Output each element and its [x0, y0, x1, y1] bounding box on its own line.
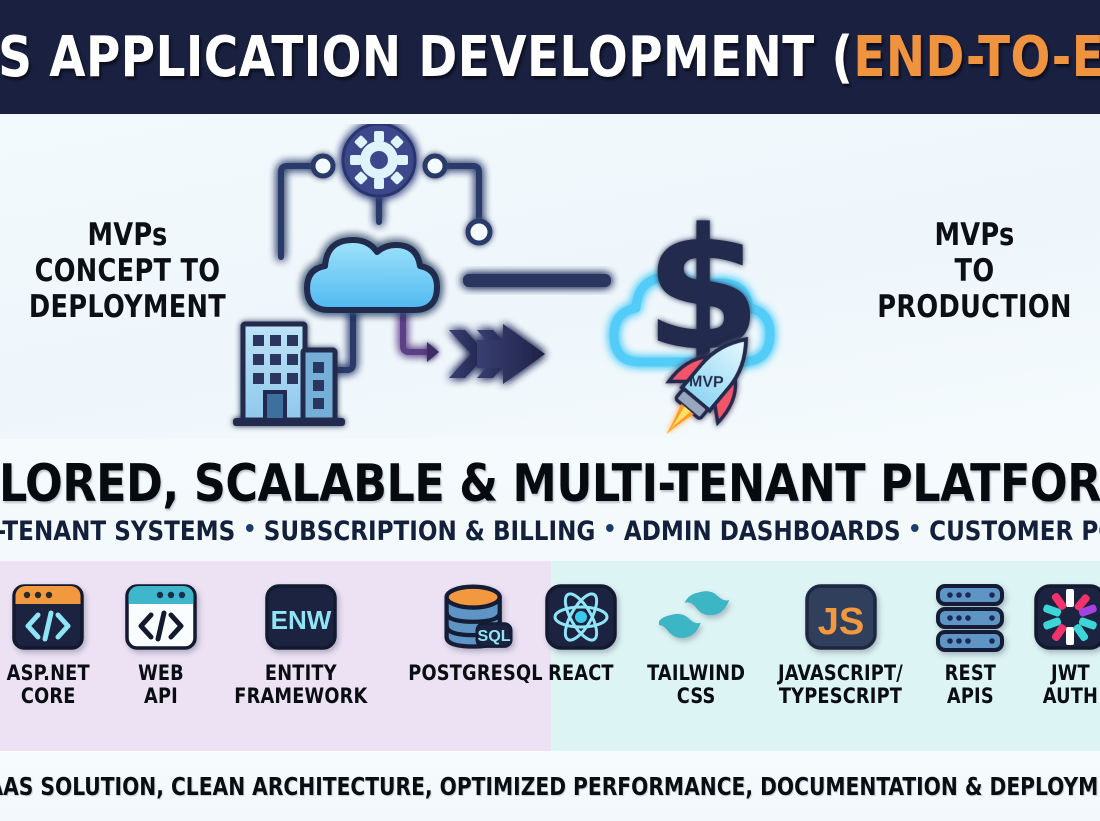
page-title-accent: END-TO-END — [853, 24, 1100, 90]
footer-tagline: COMPLETE SAAS SOLUTION, CLEAN ARCHITECTU… — [0, 771, 1100, 801]
backend-items-row: ASP.NET CORE WEB API — [0, 581, 551, 751]
bullet-dot-icon — [245, 524, 254, 532]
javascript-icon: JS — [804, 581, 878, 655]
rocket-badge-label: MVP — [689, 373, 725, 391]
connector-bar-icon — [463, 274, 611, 287]
sql-badge-text: SQL — [477, 627, 510, 645]
tech-item-web-api[interactable]: WEB API — [124, 581, 198, 708]
code-window-dark-icon — [11, 581, 85, 655]
header-bar: SAaS APPLICATION DEVELOPMENT (END-TO-END… — [0, 0, 1100, 114]
js-badge-text: JS — [817, 601, 863, 643]
bullet-label: CUSTOMER PORTALS — [929, 515, 1100, 547]
headline-band: TAILORED, SCALABLE & MULTI-TENANT PLATFO… — [0, 439, 1100, 561]
tech-label: REACT — [548, 661, 614, 685]
arrow-right-icon — [449, 324, 545, 384]
page-title: SAaS APPLICATION DEVELOPMENT (END-TO-END… — [0, 25, 1100, 90]
tech-item-react[interactable]: REACT — [544, 581, 618, 685]
react-atom-icon — [544, 581, 618, 655]
dollar-cloud-icon — [609, 272, 775, 367]
bullet-dot-icon — [606, 524, 614, 532]
database-cylinder-icon: SQL — [439, 581, 513, 655]
bullet-label: SUBSCRIPTION & BILLING — [264, 515, 596, 547]
tech-label: POSTGRESQL — [408, 661, 543, 685]
rocket-icon: MVP — [665, 336, 749, 434]
tech-stack-panels: ASP.NET CORE WEB API — [0, 561, 1100, 751]
gear-icon — [341, 124, 417, 198]
cloud-icon — [304, 237, 440, 313]
tech-label: JAVASCRIPT/TYPESCRIPT — [778, 661, 904, 708]
enw-badge-icon: ENW — [264, 581, 338, 655]
footer-bar: COMPLETE SAAS SOLUTION, CLEAN ARCHITECTU… — [0, 751, 1100, 821]
tech-label: WEB API — [138, 661, 185, 708]
office-building-icon — [233, 321, 345, 426]
tech-item-aspnet-core[interactable]: ASP.NET CORE — [4, 581, 92, 708]
backend-stack-panel: ASP.NET CORE WEB API — [0, 561, 551, 751]
tech-label: ASP.NET CORE — [6, 661, 90, 708]
bullet-dot-icon — [911, 524, 919, 532]
page-title-main: SAaS APPLICATION DEVELOPMENT — [0, 24, 815, 90]
tailwind-waves-icon — [659, 581, 733, 655]
hero-illustration: $ MVP — [233, 124, 775, 434]
feature-bullet-list: MULTI-TENANT SYSTEMS SUBSCRIPTION & BILLI… — [0, 516, 1100, 547]
enw-badge-text: ENW — [271, 605, 332, 635]
code-window-light-icon — [124, 581, 198, 655]
bullet-label: MULTI-TENANT SYSTEMS — [0, 515, 236, 547]
jwt-burst-icon — [1033, 581, 1100, 655]
tech-item-javascript-typescript[interactable]: JS JAVASCRIPT/TYPESCRIPT — [774, 581, 907, 708]
bullet-label: ADMIN DASHBOARDS — [624, 515, 901, 547]
server-rack-icon — [933, 581, 1007, 655]
page-title-paren-open: ( — [831, 24, 854, 90]
tech-item-postgresql[interactable]: SQL POSTGRESQL — [404, 581, 547, 685]
main-headline: TAILORED, SCALABLE & MULTI-TENANT PLATFO… — [0, 453, 1100, 514]
